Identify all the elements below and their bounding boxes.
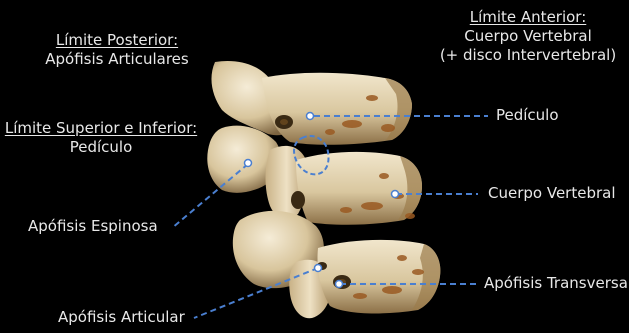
heading-limite-superior-inferior: Límite Superior e Inferior: [2,119,200,138]
endpoint-pediculo [307,113,314,120]
label-apofisis-articular: Apófisis Articular [58,308,185,327]
heading-limite-anterior: Límite Anterior: [430,8,626,27]
label-apofisis-espinosa: Apófisis Espinosa [28,217,158,236]
text-apofisis-articulares: Apófisis Articulares [28,50,206,69]
text-pediculo-limite: Pedículo [2,138,200,157]
endpoint-apofisis-articular [315,265,322,272]
label-cuerpo-vertebral: Cuerpo Vertebral [488,184,616,203]
text-cuerpo-vertebral-anterior: Cuerpo Vertebral [430,27,626,46]
label-limite-anterior: Límite Anterior: Cuerpo Vertebral (+ dis… [430,8,626,65]
label-limite-posterior: Límite Posterior: Apófisis Articulares [28,31,206,69]
heading-limite-posterior: Límite Posterior: [28,31,206,50]
label-limite-superior-inferior: Límite Superior e Inferior: Pedículo [2,119,200,157]
endpoint-cuerpo-vertebral [392,191,399,198]
label-pediculo: Pedículo [496,106,559,125]
endpoint-apofisis-espinosa [245,160,252,167]
text-disco-intervertebral: (+ disco Intervertebral) [430,46,626,65]
endpoint-apofisis-transversa [336,281,343,288]
label-apofisis-transversa: Apófisis Transversa [484,274,628,293]
